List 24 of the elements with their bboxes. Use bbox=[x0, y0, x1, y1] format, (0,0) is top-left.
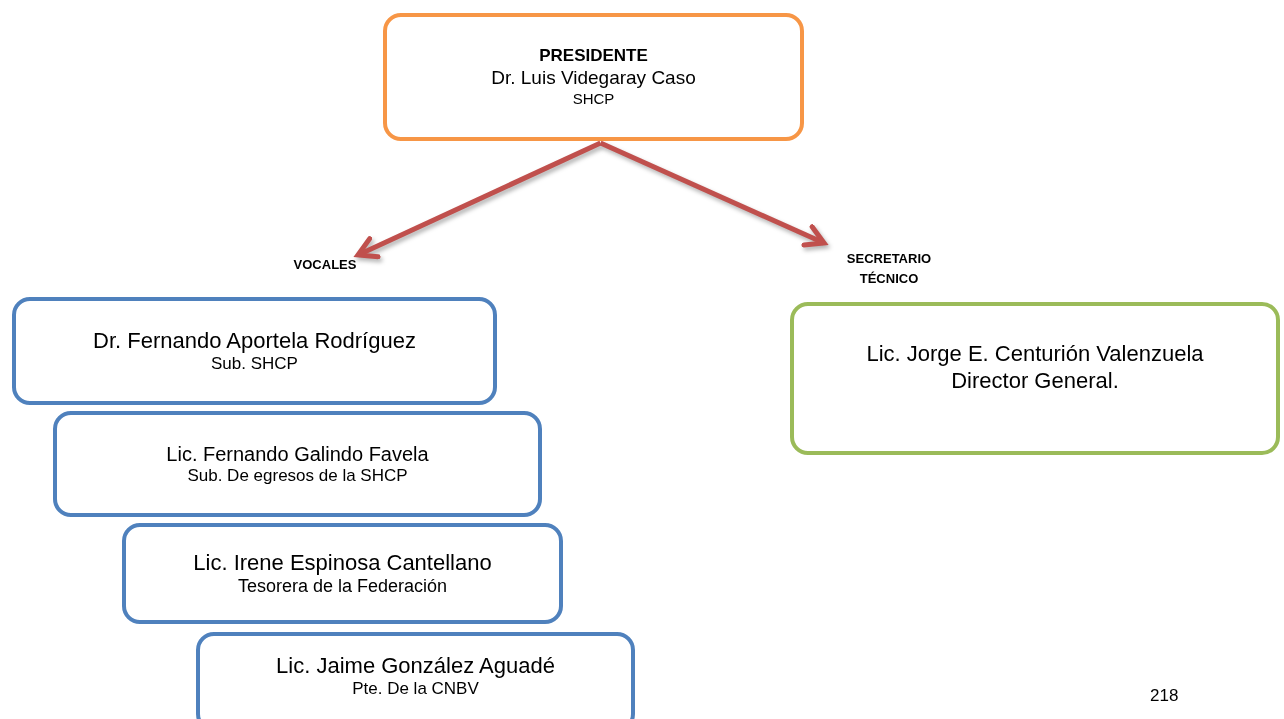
org-box bbox=[383, 13, 804, 141]
person-name: Lic. Jorge E. Centurión Valenzuela bbox=[866, 341, 1204, 368]
org-box bbox=[12, 297, 497, 405]
arrow bbox=[355, 140, 602, 260]
role-text: Sub. De egresos de la SHCP bbox=[187, 465, 408, 487]
person-name: Lic. Fernando Galindo Favela bbox=[166, 441, 429, 466]
arrow bbox=[599, 140, 827, 248]
section-heading: VOCALES bbox=[288, 254, 362, 274]
org-box bbox=[122, 523, 563, 624]
org-box bbox=[790, 302, 1280, 455]
person-name: Dr. Fernando Aportela Rodríguez bbox=[93, 327, 416, 354]
page-number: 218 bbox=[1150, 686, 1179, 706]
person-name: Lic. Irene Espinosa Cantellano bbox=[193, 549, 492, 576]
role-text: Sub. SHCP bbox=[211, 354, 298, 375]
org-box bbox=[53, 411, 542, 517]
agency-text: SHCP bbox=[572, 89, 615, 108]
role-text: Pte. De la CNBV bbox=[352, 679, 479, 700]
role-text: Director General. bbox=[951, 367, 1119, 394]
org-box bbox=[196, 632, 635, 719]
role-title: PRESIDENTE bbox=[539, 46, 648, 67]
section-heading: SECRETARIO TÉCNICO bbox=[820, 242, 958, 288]
role-text: Tesorera de la Federación bbox=[237, 575, 448, 598]
person-name: Dr. Luis Videgaray Caso bbox=[491, 66, 696, 90]
person-name: Lic. Jaime González Aguadé bbox=[276, 652, 555, 679]
